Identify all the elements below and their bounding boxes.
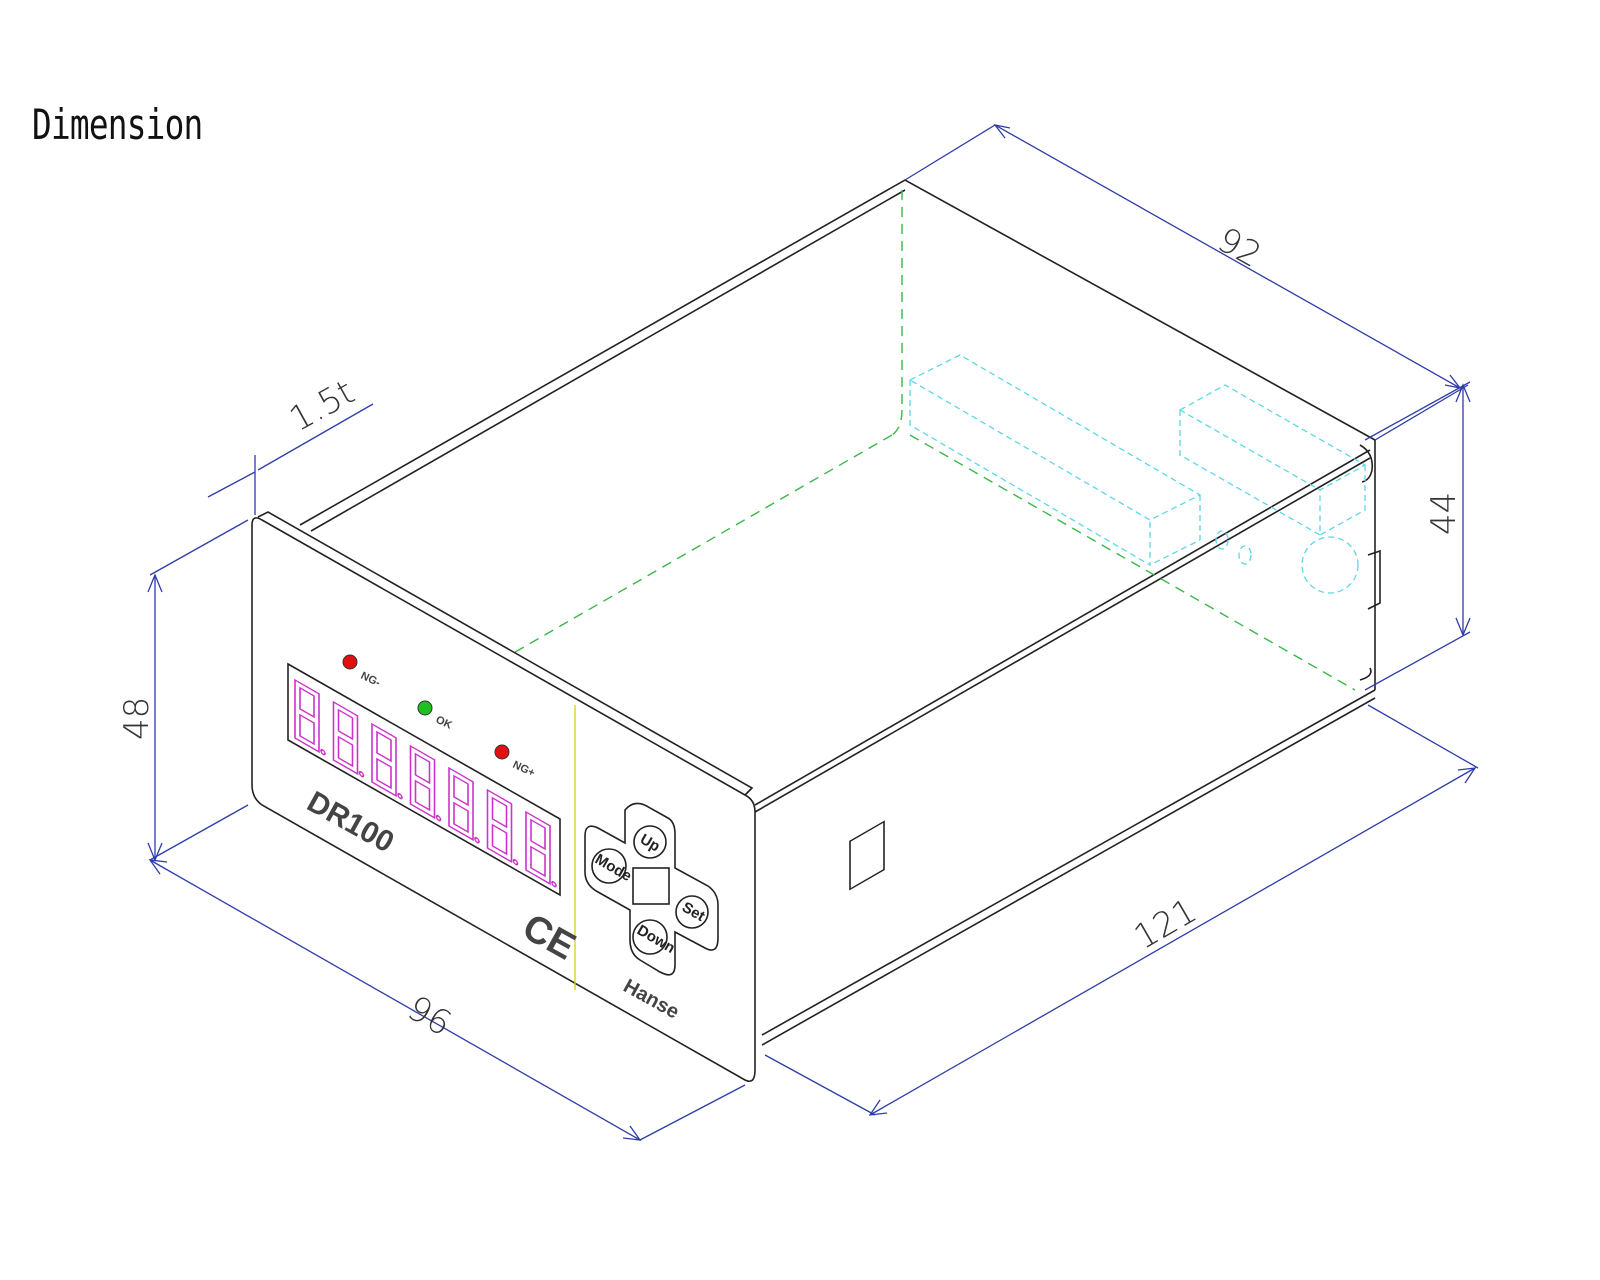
dimension-lines: 1.5t 92 48 44 96 121 bbox=[117, 124, 1479, 1141]
front-panel: NG- OK NG+ DR100 CE Up Mode Set Down Han… bbox=[251, 511, 756, 1083]
display-digit bbox=[448, 766, 480, 844]
ce-mark: CE bbox=[516, 906, 583, 968]
hidden-terminal-blocks bbox=[908, 354, 1367, 594]
hidden-edges bbox=[509, 190, 1356, 691]
led-ng-plus-label: NG+ bbox=[511, 759, 537, 780]
down-button[interactable] bbox=[632, 919, 668, 955]
seven-segment-display bbox=[294, 678, 557, 888]
keypad-outline bbox=[584, 802, 719, 976]
mode-button[interactable] bbox=[591, 848, 627, 884]
display-digit bbox=[332, 700, 365, 778]
housing-body bbox=[299, 179, 1381, 1046]
dim-front-width: 96 bbox=[401, 988, 458, 1044]
up-button-label: Up bbox=[637, 831, 663, 856]
dim-back-height: 44 bbox=[1424, 492, 1464, 535]
set-button-label: Set bbox=[679, 899, 708, 925]
set-button[interactable] bbox=[675, 895, 709, 929]
up-button[interactable] bbox=[633, 825, 667, 859]
led-ng-plus bbox=[494, 744, 510, 760]
display-digit bbox=[486, 788, 519, 866]
display-digit bbox=[409, 744, 442, 822]
display-digit bbox=[525, 810, 557, 888]
keypad-center bbox=[632, 867, 670, 905]
model-label: DR100 bbox=[302, 785, 400, 859]
diagram-title: Dimension bbox=[32, 100, 203, 149]
led-ng-minus bbox=[342, 654, 358, 670]
brand-label: Hanse bbox=[620, 975, 683, 1023]
dim-depth-top: 92 bbox=[1211, 220, 1268, 276]
dim-thickness: 1.5t bbox=[283, 372, 361, 440]
dim-front-height: 48 bbox=[117, 697, 157, 740]
display-window bbox=[287, 662, 561, 897]
dim-length: 121 bbox=[1128, 891, 1204, 958]
led-ng-minus-label: NG- bbox=[359, 670, 383, 690]
led-ok bbox=[417, 700, 433, 716]
display-digit bbox=[371, 722, 403, 800]
led-ok-label: OK bbox=[434, 714, 454, 732]
display-digit bbox=[294, 678, 326, 756]
